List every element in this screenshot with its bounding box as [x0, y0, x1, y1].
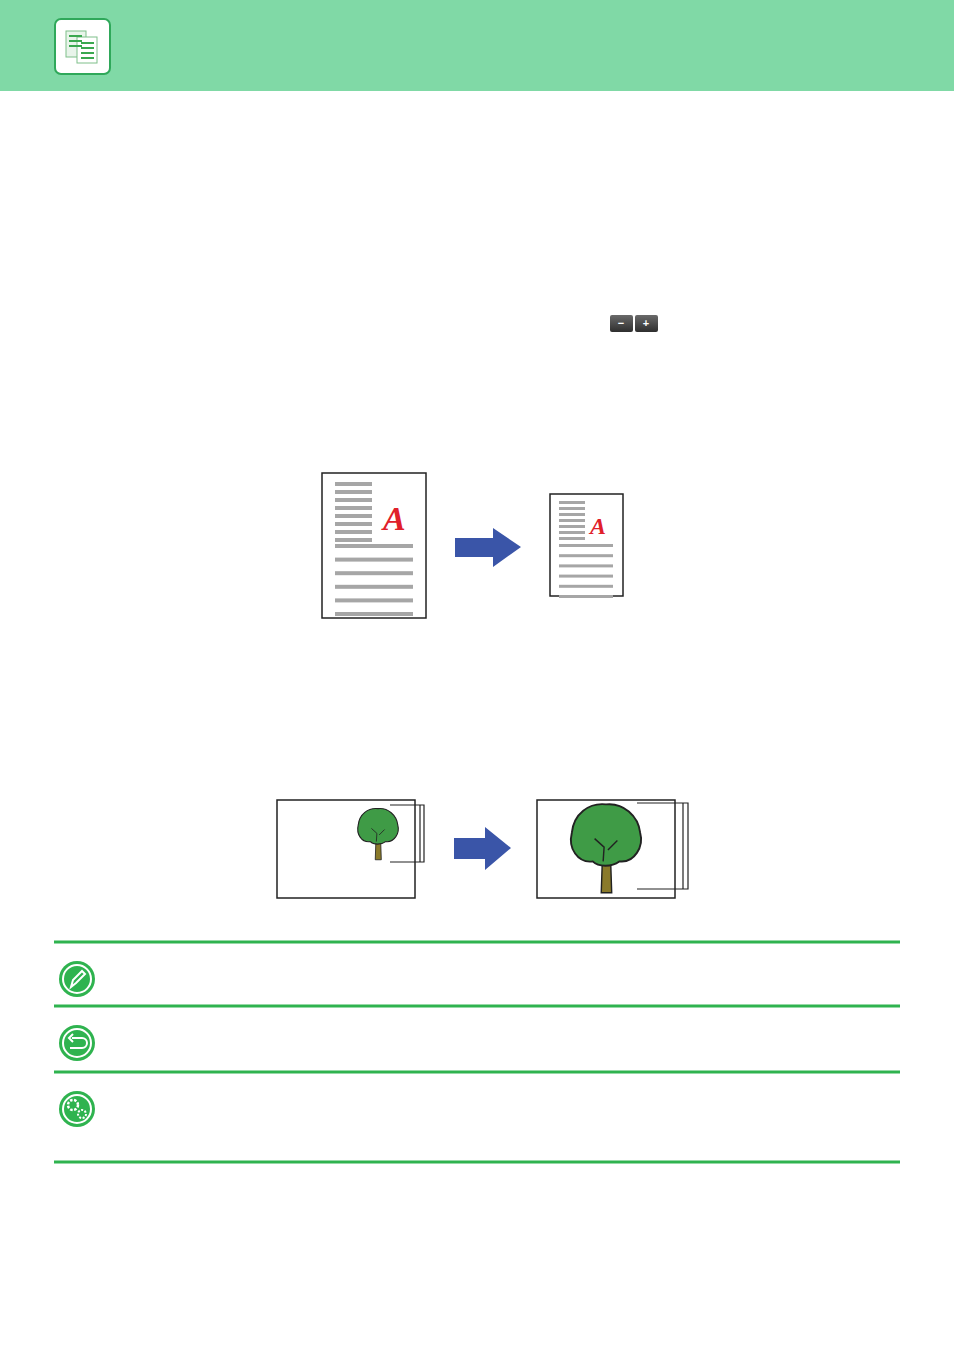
plus-glyph: +	[635, 318, 657, 329]
size-bracket	[419, 805, 420, 862]
note-icon	[59, 961, 95, 997]
minus-button	[610, 315, 633, 332]
arrow	[455, 528, 521, 567]
size-bracket	[637, 803, 688, 889]
arrow	[454, 827, 511, 870]
copy-icon	[55, 19, 110, 74]
section-rule	[54, 942, 900, 1162]
minus-glyph: −	[610, 318, 632, 329]
letter-a: A	[590, 514, 606, 538]
size-bracket	[390, 805, 424, 862]
back-icon	[59, 1025, 95, 1061]
tree-large	[571, 804, 641, 893]
tree-small	[358, 808, 399, 859]
original-sheet	[277, 800, 415, 898]
letter-a: A	[383, 502, 406, 536]
reduced-document	[550, 494, 623, 598]
enlarged-sheet	[537, 800, 675, 898]
settings-icon	[59, 1091, 95, 1127]
plus-button	[635, 315, 658, 332]
header-bar	[0, 0, 954, 91]
original-document	[322, 473, 426, 618]
size-bracket	[682, 803, 683, 889]
